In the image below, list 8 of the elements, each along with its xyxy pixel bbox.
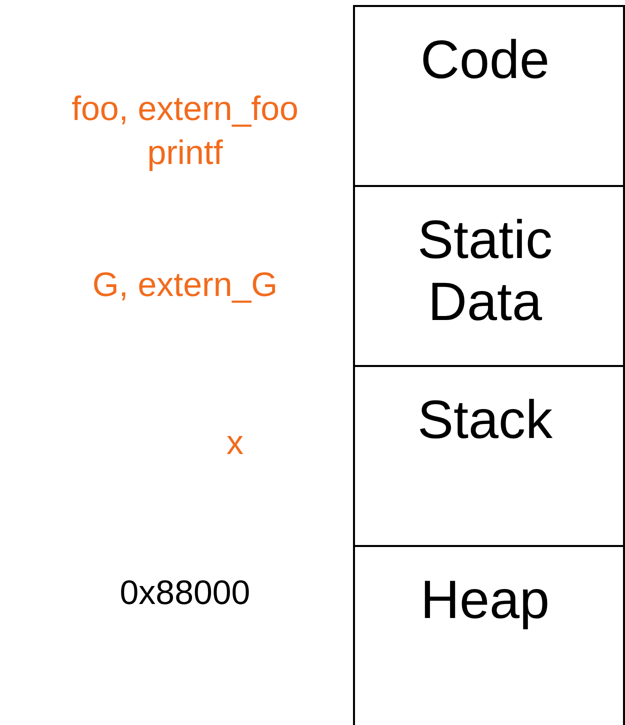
segment-label: Stack xyxy=(416,389,554,451)
segment-label: Code xyxy=(419,29,551,91)
segment-label: Heap xyxy=(419,569,551,631)
segment-label: Static Data xyxy=(416,209,554,333)
symbol-label: foo, extern_foo printf xyxy=(70,89,300,174)
symbol-label: 0x88000 xyxy=(118,573,252,614)
symbol-label: x xyxy=(226,423,244,464)
symbol-label: G, extern_G xyxy=(91,265,279,306)
